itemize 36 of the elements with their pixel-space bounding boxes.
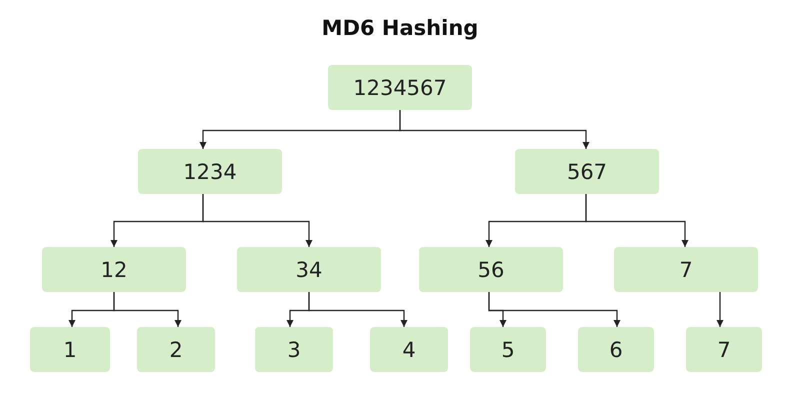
node-label: 12 <box>100 258 128 282</box>
tree-node-box <box>614 247 758 292</box>
node-label: 1 <box>63 338 77 362</box>
diagram-title: MD6 Hashing <box>320 16 480 40</box>
tree-node-box <box>470 327 546 372</box>
node-label: 4 <box>402 338 416 362</box>
tree-node-box <box>138 149 282 194</box>
tree-node-box <box>237 247 381 292</box>
tree-node-box <box>328 65 472 110</box>
connector-arrow <box>113 292 182 327</box>
node-label: 3 <box>287 338 301 362</box>
connector-arrow <box>585 194 689 247</box>
tree-node-box <box>578 327 654 372</box>
node-label: 56 <box>478 258 504 282</box>
tree-node-box <box>42 247 186 292</box>
connector-arrow <box>308 292 408 327</box>
tree-node-box <box>686 327 762 372</box>
tree-node-box <box>515 149 659 194</box>
node-label: 7 <box>717 338 731 362</box>
node-label: 5 <box>501 338 515 362</box>
tree-node-box <box>255 327 333 372</box>
connector-arrow <box>399 110 590 149</box>
tree-node-box <box>370 327 448 372</box>
tree-node-box <box>419 247 563 292</box>
node-label: 567 <box>566 160 608 184</box>
connector-arrow <box>202 194 313 247</box>
connector-arrow <box>716 292 724 327</box>
node-label: 7 <box>679 258 693 282</box>
tree-node-box <box>30 327 110 372</box>
connector-arrow <box>488 292 621 327</box>
node-label: 6 <box>609 338 623 362</box>
node-label: 1234567 <box>353 76 447 100</box>
node-label: 34 <box>296 258 322 282</box>
tree-node-box <box>137 327 215 372</box>
node-label: 2 <box>169 338 183 362</box>
node-label: 1234 <box>183 160 237 184</box>
